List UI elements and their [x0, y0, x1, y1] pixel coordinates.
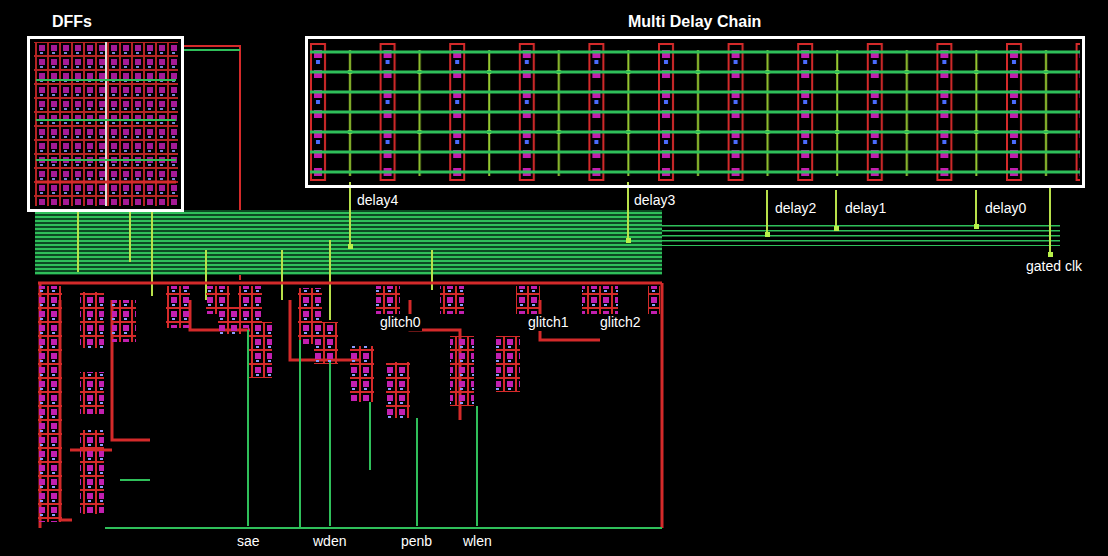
layout-region-box: Multi Delay Chain [305, 36, 1085, 188]
signal-name: delay2 [773, 200, 818, 217]
signal-name: delay1 [843, 200, 888, 217]
signal-name: delay3 [632, 192, 677, 209]
signal-name: glitch0 [378, 314, 422, 331]
signal-name: gated clk [1024, 258, 1084, 275]
signal-name: delay4 [355, 192, 400, 209]
layout-region-box: DFFs [27, 36, 184, 212]
signal-name: glitch1 [526, 314, 570, 331]
signal-name: delay0 [983, 200, 1028, 217]
region-heading: Multi Delay Chain [628, 12, 761, 32]
signal-name: penb [399, 533, 434, 550]
signal-name: wden [311, 533, 348, 550]
region-heading: DFFs [52, 12, 92, 32]
signal-name: wlen [461, 533, 494, 550]
signal-name: sae [235, 533, 262, 550]
signal-name: glitch2 [598, 314, 642, 331]
